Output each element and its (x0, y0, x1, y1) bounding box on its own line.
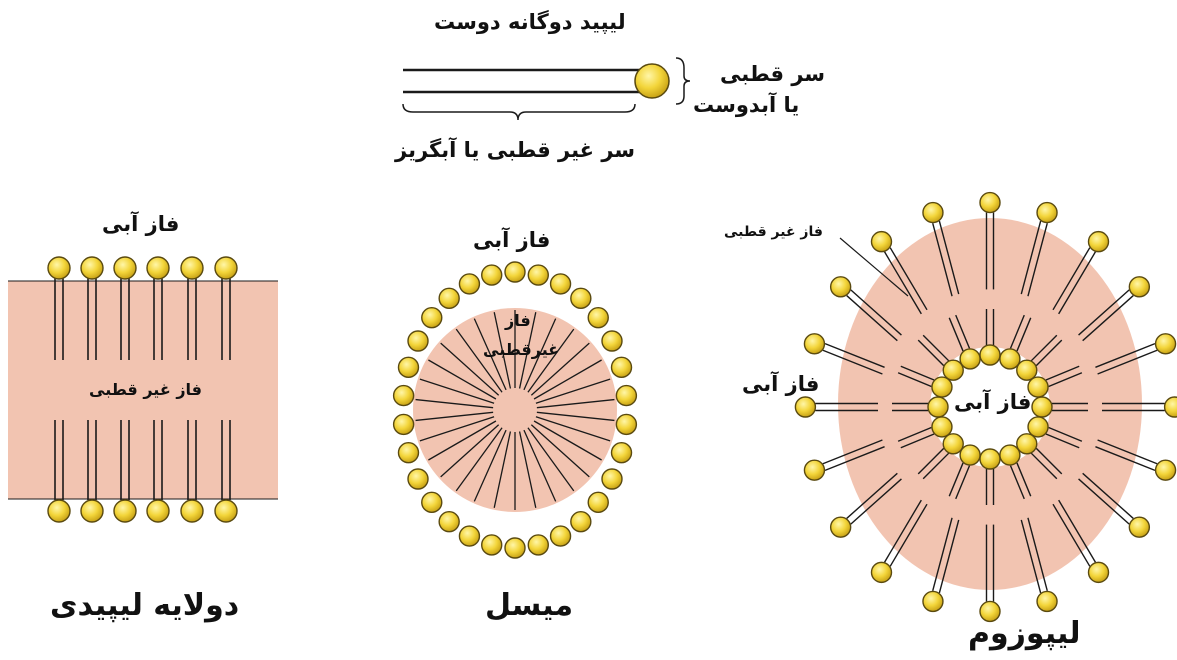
lipid-head (81, 500, 103, 522)
lipid-head (394, 386, 414, 406)
nonpolar-tail-brace (403, 104, 635, 120)
lipid-head (1028, 417, 1048, 437)
lipid-head (528, 535, 548, 555)
lipid-head (616, 386, 636, 406)
lipid-head (505, 262, 525, 282)
lipid-title: لیپید دوگانه دوست (434, 10, 626, 34)
lipid-head (980, 193, 1000, 213)
lipid-head (871, 562, 891, 582)
lipid-head (1032, 397, 1052, 417)
lipid-head (923, 203, 943, 223)
lipid-head (81, 257, 103, 279)
lipid-head (1037, 591, 1057, 611)
liposome-nonpolar-label: فاز غیر قطبی (724, 224, 823, 240)
lipid-head (943, 434, 963, 454)
lipid-head (804, 334, 824, 354)
lipid-head (505, 538, 525, 558)
bilayer-caption: دولایه لیپیدی (50, 588, 239, 623)
lipid-head (1129, 277, 1149, 297)
lipid-head (932, 417, 952, 437)
lipid-head (181, 500, 203, 522)
lipid-head (439, 288, 459, 308)
lipid-head (602, 469, 622, 489)
micelle-aqueous-label: فاز آبی (473, 228, 550, 252)
lipid-head (398, 443, 418, 463)
liposome-inner-aqueous-label: فاز آبی (954, 390, 1031, 414)
bilayer-nonpolar-label: فاز غیر قطبی (89, 380, 202, 399)
lipid-head (1017, 360, 1037, 380)
lipid-head (588, 308, 608, 328)
lipid-head (439, 512, 459, 532)
lipid-head (394, 414, 414, 434)
lipid-head (602, 331, 622, 351)
lipid-head (612, 357, 632, 377)
lipid-head (1156, 334, 1176, 354)
lipid-head (181, 257, 203, 279)
lipid-head (114, 257, 136, 279)
lipid-head (459, 274, 479, 294)
liposome-caption: لیپوزوم (968, 616, 1080, 651)
lipid-head (571, 512, 591, 532)
lipid-head (1000, 445, 1020, 465)
lipid-head (408, 469, 428, 489)
lipid-head (1037, 203, 1057, 223)
lipid-head (215, 500, 237, 522)
lipid-head (459, 526, 479, 546)
lipid-head (1165, 397, 1177, 417)
lipid-head (1089, 232, 1109, 252)
lipid-head (1017, 434, 1037, 454)
lipid-head (422, 492, 442, 512)
liposome-outer-aqueous-label: فاز آبی (742, 372, 819, 396)
lipid-head (147, 257, 169, 279)
lipid-head (398, 357, 418, 377)
micelle-nonpolar-label-line2: غیرقطبی (483, 340, 559, 359)
lipid-head (928, 397, 948, 417)
lipid-head (114, 500, 136, 522)
lipid-head (482, 265, 502, 285)
lipid-head (551, 526, 571, 546)
lipid-head (960, 349, 980, 369)
micelle-nonpolar-label-line1: فاز (505, 311, 531, 330)
lipid-head (551, 274, 571, 294)
nonpolar-tail-label: سر غیر قطبی یا آبگریز (395, 138, 635, 162)
lipid-head (422, 308, 442, 328)
lipid-head (1089, 562, 1109, 582)
lipid-head (795, 397, 815, 417)
lipid-head (48, 257, 70, 279)
lipid-head (215, 257, 237, 279)
lipid-head (588, 492, 608, 512)
single-lipid-molecule (403, 58, 690, 120)
lipid-head (48, 500, 70, 522)
lipid-head (960, 445, 980, 465)
lipid-head (980, 449, 1000, 469)
lipid-head (943, 360, 963, 380)
lipid-head (804, 460, 824, 480)
lipid-polar-head (635, 64, 669, 98)
lipid-head (616, 414, 636, 434)
lipid-head (1000, 349, 1020, 369)
lipid-head (923, 591, 943, 611)
hydrophilic-label: یا آبدوست (693, 93, 799, 117)
lipid-head (1156, 460, 1176, 480)
lipid-head (831, 517, 851, 537)
polar-head-brace (676, 58, 690, 104)
polar-head-label: سر قطبی (720, 62, 825, 86)
lipid-head (147, 500, 169, 522)
bilayer-aqueous-label: فاز آبی (102, 212, 179, 236)
lipid-head (932, 377, 952, 397)
lipid-head (831, 277, 851, 297)
lipid-head (528, 265, 548, 285)
lipid-head (1129, 517, 1149, 537)
lipid-head (482, 535, 502, 555)
lipid-head (408, 331, 428, 351)
lipid-head (980, 345, 1000, 365)
lipid-head (612, 443, 632, 463)
lipid-head (571, 288, 591, 308)
micelle (394, 262, 637, 558)
micelle-caption: میسل (485, 588, 573, 623)
lipid-head (871, 232, 891, 252)
